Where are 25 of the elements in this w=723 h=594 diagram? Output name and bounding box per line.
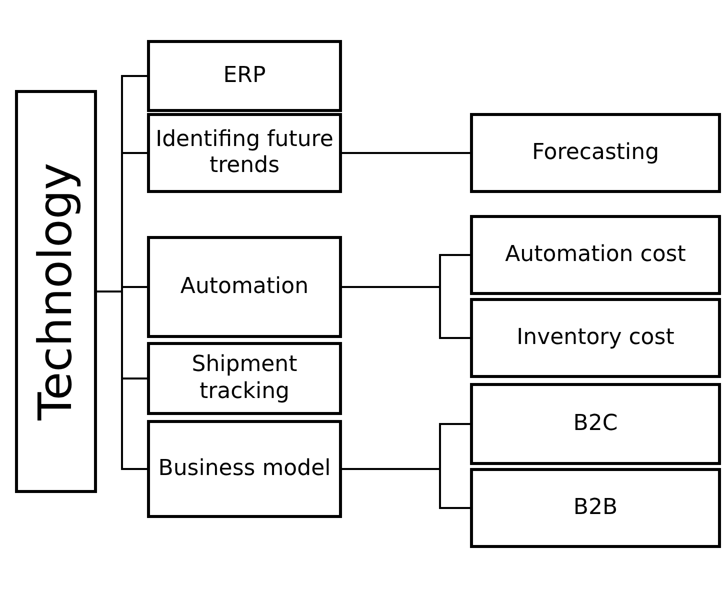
node-label: B2B <box>573 494 618 522</box>
box <box>147 342 342 415</box>
box <box>147 113 342 193</box>
node-label: Business model <box>158 456 331 482</box>
connector-line <box>342 152 470 154</box>
node-label: Automation cost <box>505 242 686 268</box>
node-label: B2C <box>573 410 618 438</box>
box <box>470 298 721 378</box>
node-label: Identifing future trends <box>154 126 334 180</box>
node-label: Shipment tracking <box>190 352 298 405</box>
box <box>147 236 342 338</box>
box <box>147 420 342 518</box>
connector-line <box>97 290 147 470</box>
box <box>470 468 721 548</box>
box <box>470 383 721 465</box>
node-label: Automation <box>180 274 309 300</box>
node-label: ERP <box>223 62 266 90</box>
node-label: Technology <box>28 162 84 420</box>
box <box>470 215 721 295</box>
node-label: Forecasting <box>532 140 660 166</box>
box <box>470 113 721 193</box>
box <box>147 40 342 112</box>
node-label: Inventory cost <box>516 324 674 352</box>
box <box>15 90 97 493</box>
connector-line <box>342 286 470 339</box>
